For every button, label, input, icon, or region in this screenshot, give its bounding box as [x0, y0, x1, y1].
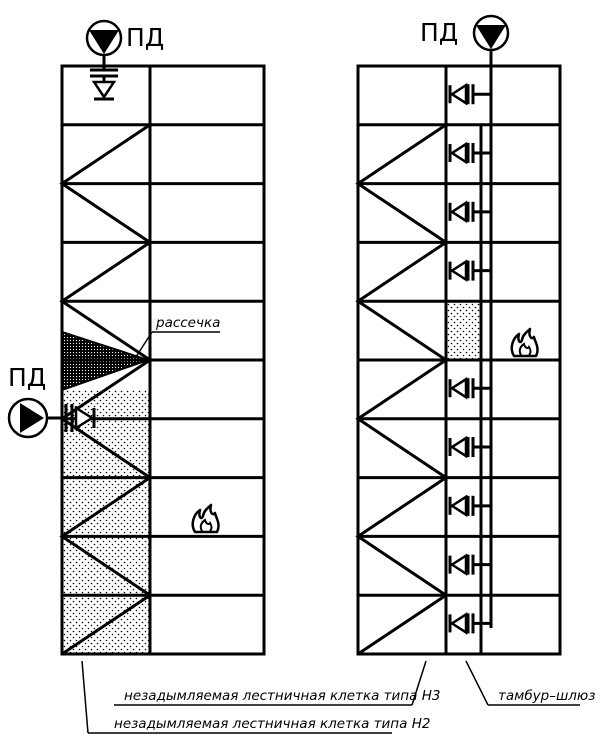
- damper-icon: [448, 553, 491, 576]
- fire-icon: [510, 327, 539, 358]
- rassechka-label: рассечка: [155, 315, 220, 331]
- pd-label-left-top: ПД: [126, 23, 164, 52]
- pd-label-right-top: ПД: [420, 18, 458, 47]
- fan-icon: [7, 397, 49, 439]
- pd-label-left-side: ПД: [8, 363, 46, 392]
- fan-icon: [472, 14, 510, 52]
- stair-h3-label: незадымляемая лестничная клетка типа Н3: [124, 688, 440, 704]
- smoke-fill-pattern: [62, 390, 150, 654]
- damper-icon: [74, 405, 95, 431]
- damper-icon: [448, 376, 491, 400]
- damper-icon: [448, 612, 491, 635]
- damper-icon: [448, 200, 491, 224]
- damper-icon: [448, 141, 491, 165]
- smoke-fill-pattern: [447, 302, 480, 360]
- damper-icon: [448, 494, 491, 518]
- stair-h2-label: незадымляемая лестничная клетка типа Н2: [114, 716, 430, 732]
- fire-icon: [191, 503, 220, 534]
- damper-icon: [448, 82, 491, 106]
- tambur-label: тамбур–шлюз: [498, 688, 595, 704]
- damper-icon: [448, 259, 491, 282]
- damper-icon: [448, 435, 491, 459]
- damper-icon: [91, 80, 117, 100]
- right-building: [355, 14, 562, 656]
- stair-flight-zigzag: [355, 123, 449, 656]
- stair-flight-zigzag: [59, 123, 153, 656]
- left-building: [7, 19, 266, 656]
- fan-icon: [85, 19, 123, 57]
